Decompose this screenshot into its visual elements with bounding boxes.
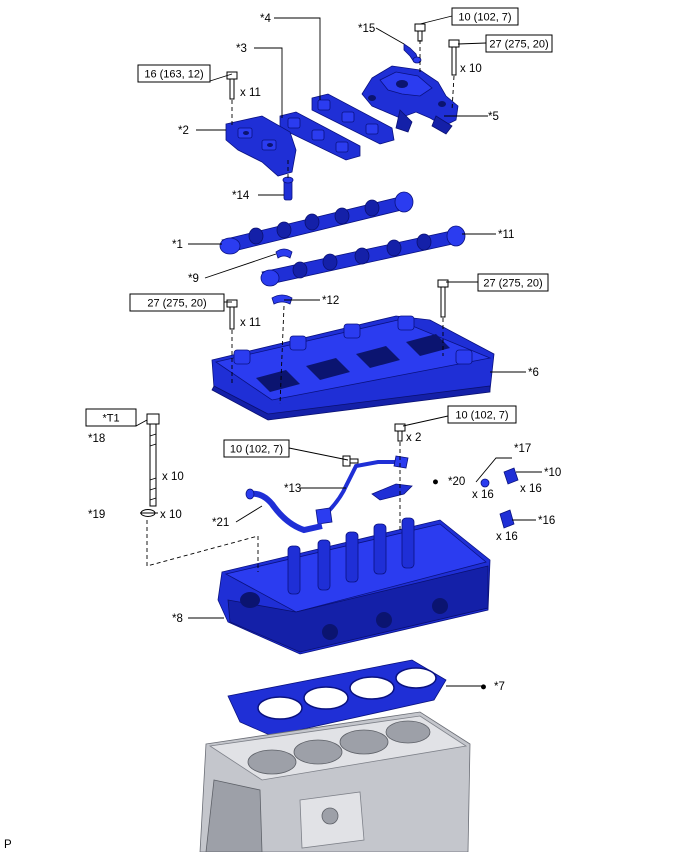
callout-12: *12 (322, 295, 339, 307)
qty-mid-left-bolt: x 11 (240, 317, 261, 329)
svg-text:10 (102, 7): 10 (102, 7) (230, 444, 283, 456)
callout-11: *11 (498, 229, 514, 241)
small-pipe-part (403, 43, 422, 64)
torque-spec-mid-left: 27 (275, 20) (129, 293, 225, 312)
torque-spec-mid-right: 27 (275, 20) (477, 273, 549, 292)
callout-1: *1 (172, 239, 183, 251)
camshaft-housing-part (361, 65, 459, 135)
figure-code: P (4, 839, 12, 851)
callout-2: *2 (178, 125, 189, 137)
plate-20-part (371, 483, 413, 501)
bolt-x2 (394, 423, 406, 442)
cylinder-head-part (217, 517, 491, 655)
bolt-oil-pipe (342, 455, 359, 467)
callout-3: *3 (236, 43, 247, 55)
engine-block-part (199, 711, 471, 852)
callout-17: *17 (514, 443, 531, 455)
callout-21: *21 (212, 517, 229, 529)
oil-control-part (282, 176, 294, 201)
bearing-cap-strip-4 (311, 93, 395, 145)
qty-head-bolt: x 10 (162, 471, 184, 483)
qty-part-16: x 16 (496, 531, 518, 543)
qty-x2-bolt: x 2 (406, 432, 421, 444)
dashed-guide-lines (146, 40, 455, 572)
camshaft-2-part (260, 225, 466, 287)
svg-text:10 (102, 7): 10 (102, 7) (458, 12, 511, 24)
callout-7: *7 (494, 681, 505, 693)
callout-10: *10 (544, 467, 561, 479)
callout-8: *8 (172, 613, 183, 625)
torque-spec-x2-bolt: 10 (102, 7) (447, 405, 517, 424)
callout-14: *14 (232, 190, 250, 202)
svg-text:16 (163, 12): 16 (163, 12) (144, 69, 203, 81)
svg-text:27 (275, 20): 27 (275, 20) (483, 278, 542, 290)
qty-top-long-bolt: x 10 (460, 63, 482, 75)
bolt-top-long (448, 39, 460, 76)
torque-spec-oil-pipe-bolt: 10 (102, 7) (223, 439, 290, 458)
camshaft-carrier-part (211, 315, 495, 421)
callout-15: *15 (358, 23, 375, 35)
torque-spec-top-small: 10 (102, 7) (451, 7, 519, 26)
head-gasket-part (227, 659, 447, 737)
bearing-12-part (271, 294, 293, 305)
bolt-top-left (226, 71, 238, 100)
qty-top-left-bolt: x 11 (240, 87, 261, 99)
callout-20: *20 (448, 476, 465, 488)
non-reusable-marker-20: ● (432, 476, 439, 488)
callout-13: *13 (284, 483, 301, 495)
svg-text:10 (102, 7): 10 (102, 7) (455, 410, 508, 422)
bolt-mid-left (226, 299, 238, 330)
qty-part-17: x 16 (472, 489, 494, 501)
torque-spec-top-long: 27 (275, 20) (485, 34, 553, 53)
head-bolt (146, 413, 160, 507)
bearing-9-part (275, 248, 293, 259)
water-pipe-part (245, 488, 323, 534)
oil-pipe-part (315, 455, 409, 525)
torque-spec-top-left: 16 (163, 12) (137, 64, 211, 83)
callout-9: *9 (188, 273, 199, 285)
callout-16: *16 (538, 515, 555, 527)
svg-text:27 (275, 20): 27 (275, 20) (147, 298, 206, 310)
callout-18: *18 (88, 433, 105, 445)
callout-19: *19 (88, 509, 105, 521)
valve-parts-group (480, 467, 519, 529)
tool-reference-box: *T1 (85, 408, 137, 427)
callout-6: *6 (528, 367, 539, 379)
non-reusable-marker-7: ● (480, 681, 487, 693)
camshaft-1-part (219, 191, 414, 255)
qty-part-10: x 16 (520, 483, 542, 495)
bolt-mid-right (437, 279, 449, 318)
bolt-top-small (414, 23, 426, 42)
front-housing-part (225, 115, 297, 177)
qty-washer: x 10 (160, 509, 182, 521)
callout-4: *4 (260, 13, 271, 25)
svg-text:*T1: *T1 (102, 413, 119, 425)
svg-text:27 (275, 20): 27 (275, 20) (489, 39, 548, 51)
callout-5: *5 (488, 111, 499, 123)
leader-lines (135, 15, 542, 687)
